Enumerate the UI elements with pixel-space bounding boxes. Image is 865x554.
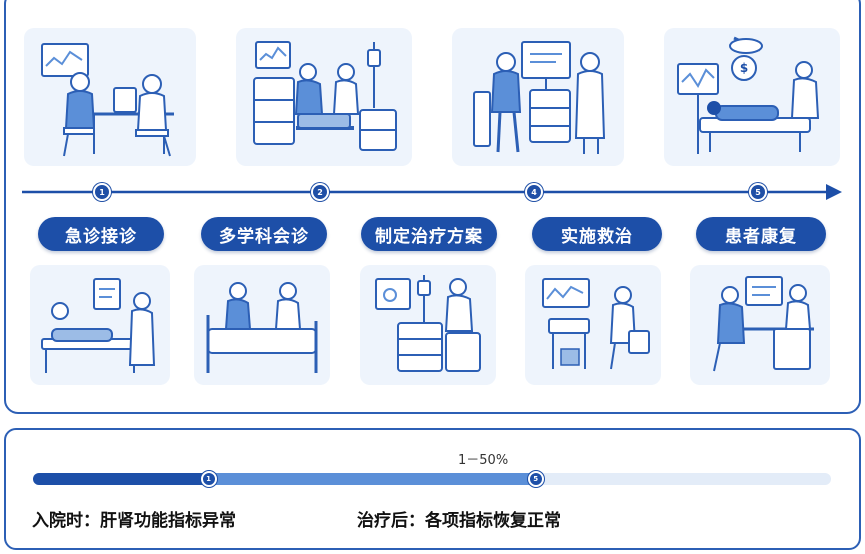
step-label-2: 多学科会诊 [201,217,327,251]
progress-fill-treatment [208,473,536,485]
illustration-nurse-iv [360,265,496,385]
illustration-surgeon-bedside [236,28,412,166]
status-before: 入院时：肝肾功能指标异常 [32,511,236,531]
step-label-1: 急诊接诊 [38,217,164,251]
step-label-3: 制定治疗方案 [361,217,497,251]
step-marker-1: 1 [93,183,111,201]
progress-marker-1: 1 [200,471,217,487]
progress-track [33,473,831,485]
illustration-desk-monitor [690,265,830,385]
progress-fill-admission [33,473,209,485]
illustration-two-doctors-bed [194,265,330,385]
illustration-nurse-monitor [525,265,661,385]
progress-marker-5: 5 [527,471,544,487]
outcome-panel [4,428,861,550]
step-marker-4: 4 [525,183,543,201]
step-marker-2: 2 [311,183,329,201]
step-label-4: 实施救治 [532,217,662,251]
illustration-bedside-chart [30,265,170,385]
svg-text:$: $ [740,61,748,75]
illustration-patient-bed-light: $ [664,28,840,166]
step-marker-5: 5 [749,183,767,201]
status-after: 治疗后：各项指标恢复正常 [357,511,561,531]
illustration-doctor-desk [452,28,624,166]
step-label-5: 患者康复 [696,217,826,251]
range-label: 1－50% [458,453,509,468]
illustration-consult-monitor [24,28,196,166]
